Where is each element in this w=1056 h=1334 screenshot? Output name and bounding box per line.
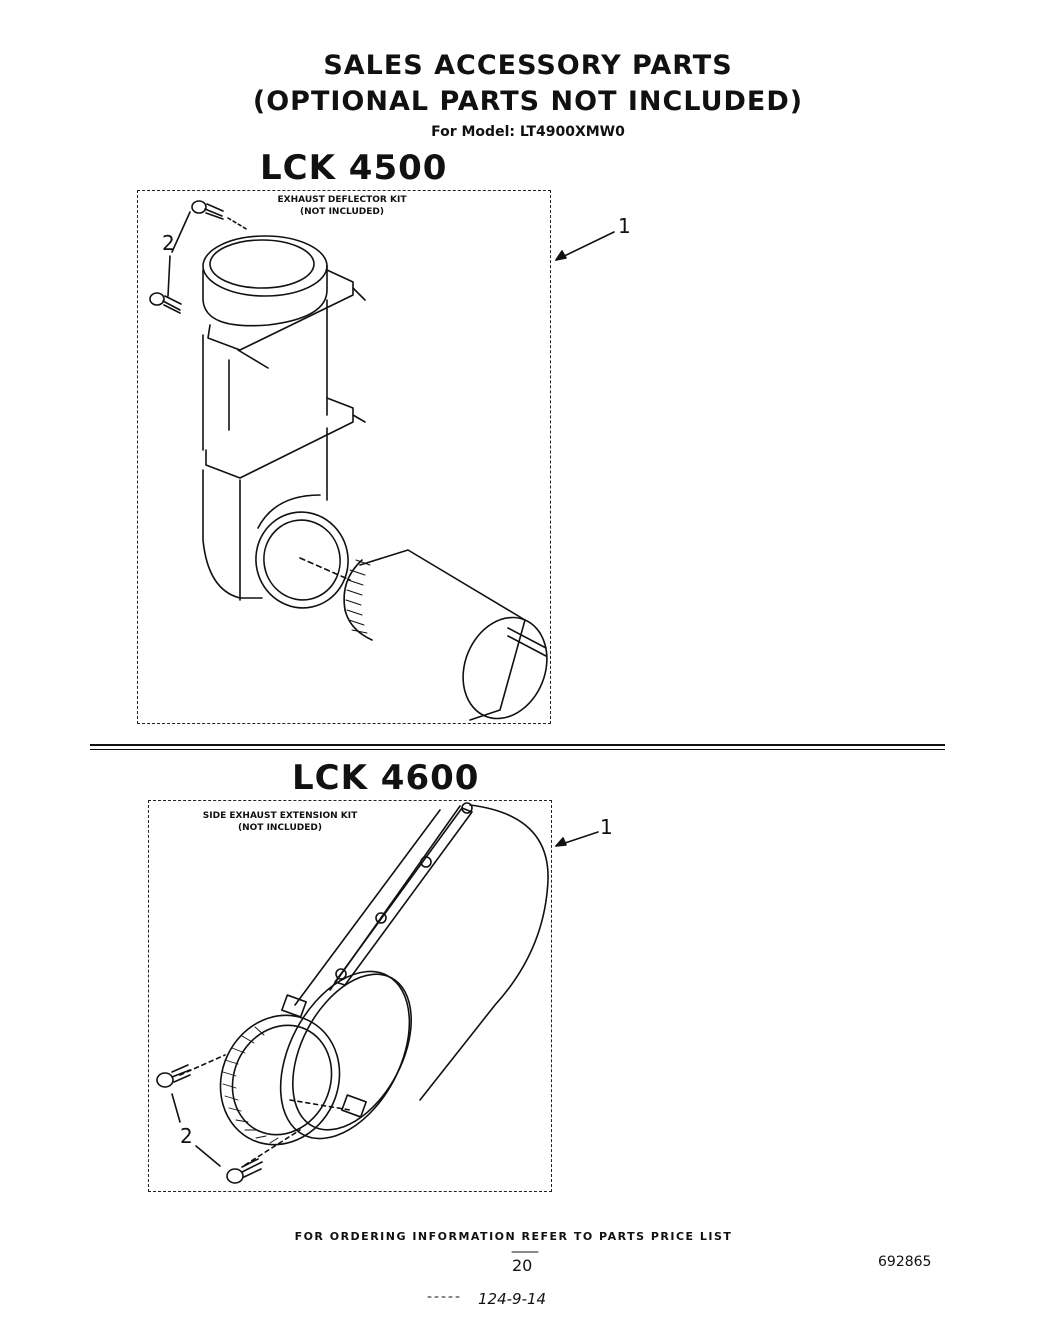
page-title: SALES ACCESSORY PARTS [323,50,733,81]
page-subtitle: (OPTIONAL PARTS NOT INCLUDED) [252,86,804,117]
screw-icon [191,200,224,220]
ordering-info: FOR ORDERING INFORMATION REFER TO PARTS … [294,1230,733,1243]
scan-marks [427,1251,539,1298]
callout-screws-lck4600: 2 [180,1124,193,1148]
kit-label-lck4600: SIDE EXHAUST EXTENSION KIT (NOT INCLUDED… [195,810,365,834]
kit-frame-lck4500 [137,190,551,724]
kit-label-line1: EXHAUST DEFLECTOR KIT [277,195,407,205]
kit-label-lck4500: EXHAUST DEFLECTOR KIT (NOT INCLUDED) [252,194,432,218]
screw-icon [226,1158,263,1184]
model-line: For Model: LT4900XMW0 [431,124,625,140]
callout-arrow-kit1 [555,231,615,261]
handwritten-note: 124-9-14 [478,1290,547,1308]
exhaust-deflector-drawing [149,200,615,721]
section-divider [90,744,945,746]
kit-label-line1: SIDE EXHAUST EXTENSION KIT [202,811,358,821]
kit-heading-lck4500: LCK 4500 [260,148,448,188]
callout-kit-lck4600: 1 [600,815,613,839]
section-divider-thin [90,749,945,750]
page-number: 20 [512,1256,533,1275]
kit-frame-lck4600 [148,800,552,1192]
kit-label-line2: (NOT INCLUDED) [238,823,322,833]
kit-label-line2: (NOT INCLUDED) [300,207,384,217]
callout-screws-lck4500: 2 [162,231,175,255]
arrowhead [555,250,567,261]
arrowhead [555,837,567,847]
screw-icon [149,292,182,314]
side-exhaust-extension-drawing [156,802,599,1184]
document-number: 692865 [878,1254,932,1270]
screw-icon [156,1064,191,1088]
kit-heading-lck4600: LCK 4600 [292,758,480,798]
callout-kit-lck4500: 1 [618,214,631,238]
